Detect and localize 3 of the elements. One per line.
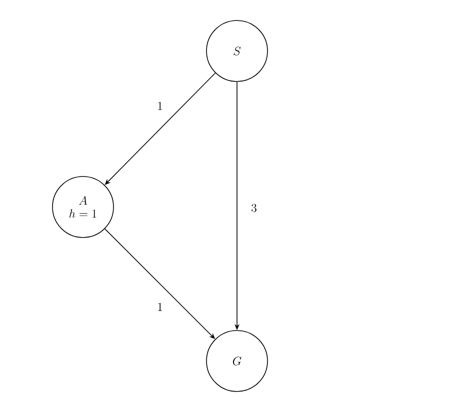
edge-label: $1$	[158, 302, 162, 311]
edge-label: $3$	[252, 204, 256, 212]
edge-label: $1$	[158, 102, 162, 110]
